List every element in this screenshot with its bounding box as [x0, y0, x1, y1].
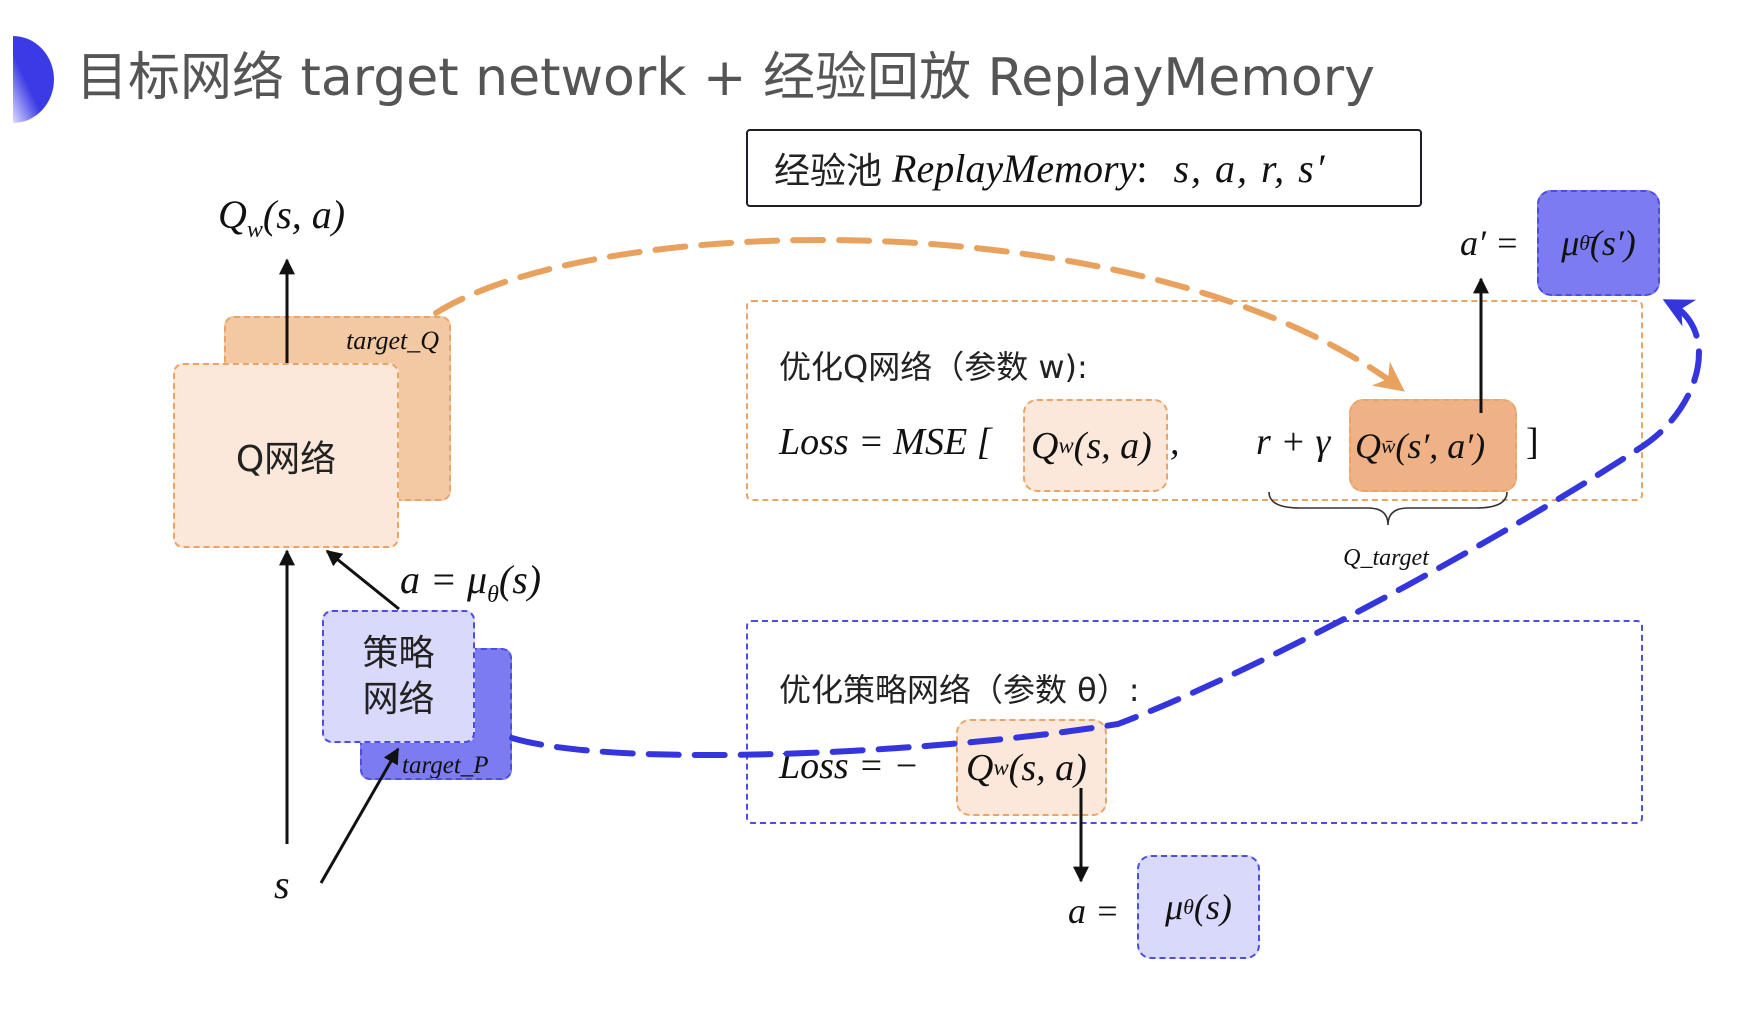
- next-action-lhs: a′ =: [1460, 223, 1520, 263]
- policy-network-box: 策略 网络: [322, 610, 475, 743]
- q-network-box: Q网络: [173, 363, 399, 548]
- q-loss-comma: ,: [1170, 421, 1180, 463]
- q-args: (s, a): [1008, 746, 1087, 789]
- mu-args: (s): [1193, 887, 1232, 927]
- q-args: (s, a): [262, 192, 346, 237]
- policy-optimization-heading: 优化策略网络（参数 θ）:: [779, 671, 1140, 709]
- theta-subscript: θ: [487, 582, 499, 609]
- policy-output-label: a = μθ(s): [400, 555, 542, 609]
- q-target-brace-label: Q_target: [1343, 545, 1429, 571]
- mu-symbol: μ: [1561, 223, 1580, 263]
- replay-memory-colon: :: [1136, 145, 1148, 191]
- target-q-label: target_Q: [346, 326, 439, 355]
- policy-loss-lhs: Loss = −: [779, 745, 919, 787]
- replay-pool-label: 经验池: [774, 151, 883, 192]
- q-symbol: Q: [218, 192, 247, 237]
- q-network-label: Q网络: [235, 438, 337, 480]
- policy-network-label-line2: 网络: [362, 678, 435, 720]
- reward-gamma-term: r + γ: [1256, 421, 1331, 463]
- q-args: (s, a): [1073, 424, 1152, 467]
- mu-args: (s): [498, 557, 542, 602]
- replay-memory-box: 经验池 ReplayMemory : s, a, r, s′: [746, 129, 1422, 207]
- q-symbol: Q: [966, 746, 994, 789]
- mu-symbol: μ: [467, 557, 488, 602]
- state-label: s: [274, 862, 290, 907]
- replay-memory-name: ReplayMemory: [892, 145, 1137, 191]
- q-loss-lhs: Loss = MSE [: [779, 421, 992, 463]
- mu-args: (s′): [1589, 223, 1636, 263]
- policy-action-lhs: a =: [1068, 891, 1120, 931]
- q-symbol: Q: [1355, 425, 1381, 466]
- q-loss-close-bracket: ]: [1526, 421, 1539, 463]
- action-lhs: a =: [400, 557, 467, 602]
- title-accent-icon: [13, 36, 54, 123]
- target-p-label: target_P: [402, 752, 489, 779]
- q-subscript: w: [246, 217, 263, 244]
- policy-network-label-line1: 策略: [362, 632, 435, 674]
- q-target-args: (s′, a′): [1395, 425, 1486, 466]
- page-title: 目标网络 target network + 经验回放 ReplayMemory: [76, 48, 1375, 108]
- q-output-label: Qw(s, a): [218, 190, 346, 244]
- mu-symbol: μ: [1165, 887, 1184, 927]
- q-symbol: Q: [1031, 424, 1059, 467]
- q-optimization-heading: 优化Q网络（参数 w):: [779, 348, 1088, 386]
- arrow-policy-to-q-network: [325, 549, 400, 611]
- transition-tuple: s, a, r, s′: [1173, 145, 1327, 191]
- policy-optimization-panel: [746, 620, 1643, 824]
